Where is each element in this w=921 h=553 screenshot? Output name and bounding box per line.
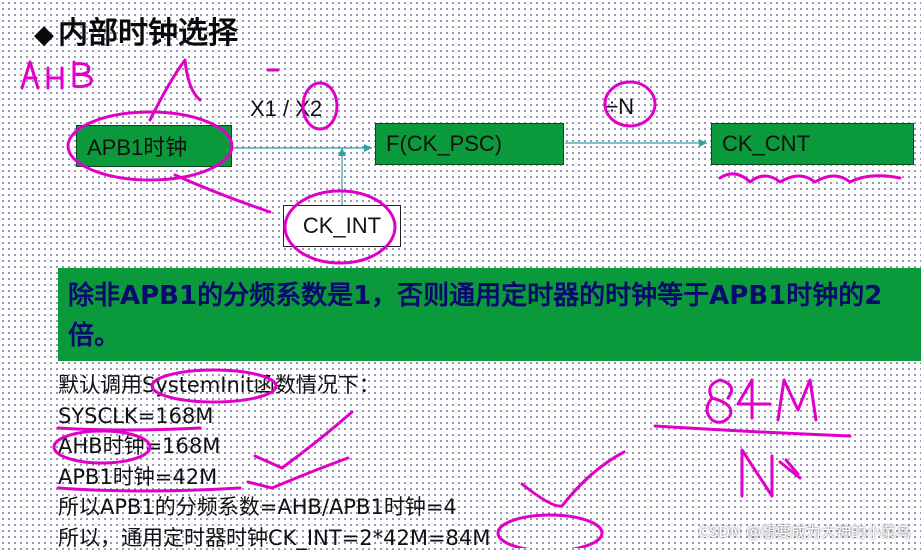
multiplier-label: X1 / X2	[250, 96, 322, 122]
note-banner: 除非APB1的分频系数是1，否则通用定时器的时钟等于APB1时钟的2倍。	[58, 268, 921, 361]
slide-title-text: 内部时钟选择	[58, 16, 238, 51]
body-line: 所以APB1的分频系数=AHB/APB1时钟=4	[58, 492, 490, 523]
diamond-bullet-icon: ◆	[34, 20, 54, 50]
ck-cnt-box: CK_CNT	[711, 123, 914, 165]
apb1-clock-box: APB1时钟	[76, 125, 232, 167]
body-line: AHB时钟=168M	[58, 431, 490, 462]
ck-psc-box: F(CK_PSC)	[375, 123, 564, 165]
body-line: 默认调用SystemInit函数情况下：	[58, 370, 490, 401]
slide-title: ◆内部时钟选择	[34, 8, 238, 52]
ck-int-box: CK_INT	[283, 205, 401, 247]
body-line: SYSCLK=168M	[58, 401, 490, 432]
ck-cnt-label: CK_CNT	[722, 131, 810, 157]
apb1-clock-label: APB1时钟	[87, 130, 187, 162]
divider-label: ÷N	[606, 94, 634, 120]
body-line: APB1时钟=42M	[58, 462, 490, 493]
calculation-text: 默认调用SystemInit函数情况下： SYSCLK=168M AHB时钟=1…	[58, 370, 490, 553]
watermark: CSDN @想要成为大神的小菜鸟	[698, 521, 911, 542]
ck-int-label: CK_INT	[303, 213, 381, 239]
ck-psc-label: F(CK_PSC)	[386, 131, 502, 157]
body-line: 所以，通用定时器时钟CK_INT=2*42M=84M	[58, 523, 490, 553]
